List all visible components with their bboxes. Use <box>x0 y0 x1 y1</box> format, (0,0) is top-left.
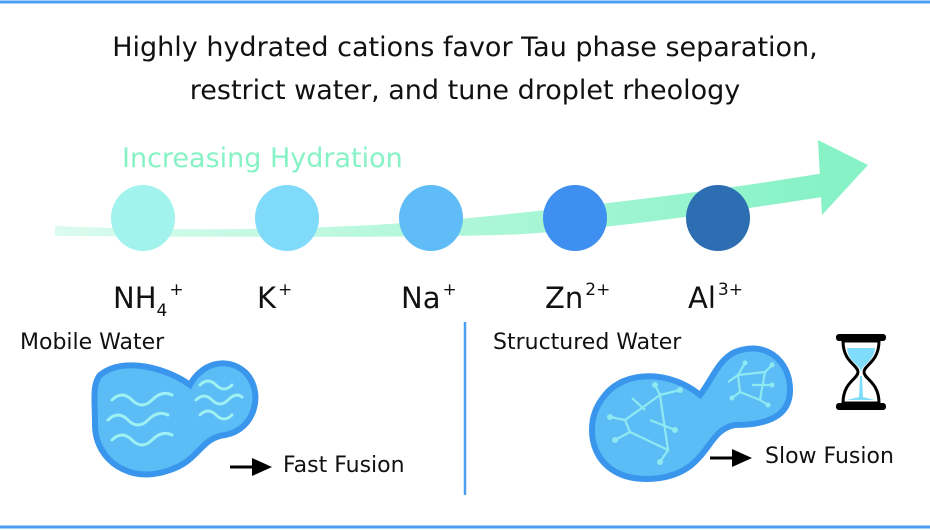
ion-charge: + <box>278 280 293 300</box>
mobile-water-heading: Mobile Water <box>20 330 165 355</box>
ion-charge: 2+ <box>585 280 611 300</box>
ion-symbol: Al <box>688 281 716 315</box>
diagram-title: Highly hydrated cations favor Tau phase … <box>0 28 930 111</box>
structured-water-heading: Structured Water <box>493 330 682 355</box>
cation-circle <box>686 185 750 251</box>
hourglass-icon <box>836 334 886 410</box>
ion-symbol: NH <box>113 281 157 315</box>
cation-label: Na+ <box>401 280 457 315</box>
ion-charge: + <box>169 280 184 300</box>
cation-label: NH4+ <box>113 280 184 321</box>
mobile-water-droplet <box>91 360 259 478</box>
cation-circle <box>111 185 175 251</box>
hydration-label: Increasing Hydration <box>122 143 403 174</box>
slow-fusion-label: Slow Fusion <box>765 444 894 469</box>
hydration-arrow <box>55 140 868 237</box>
title-line-2: restrict water, and tune droplet rheolog… <box>189 75 741 106</box>
fast-fusion-arrow <box>230 458 272 476</box>
ion-charge: + <box>442 280 457 300</box>
cation-circle <box>543 185 607 251</box>
ion-symbol: Na <box>401 281 441 315</box>
cation-circle <box>255 185 319 251</box>
ion-subscript: 4 <box>156 301 168 321</box>
slow-fusion-arrow <box>710 449 752 467</box>
structured-water-droplet <box>588 345 794 482</box>
cation-circle <box>399 185 463 251</box>
ion-symbol: Zn <box>545 281 584 315</box>
title-line-1: Highly hydrated cations favor Tau phase … <box>112 32 818 63</box>
ion-symbol: K <box>257 281 277 315</box>
ion-charge: 3+ <box>717 280 743 300</box>
cation-label: K+ <box>257 280 292 315</box>
fast-fusion-label: Fast Fusion <box>283 453 405 478</box>
